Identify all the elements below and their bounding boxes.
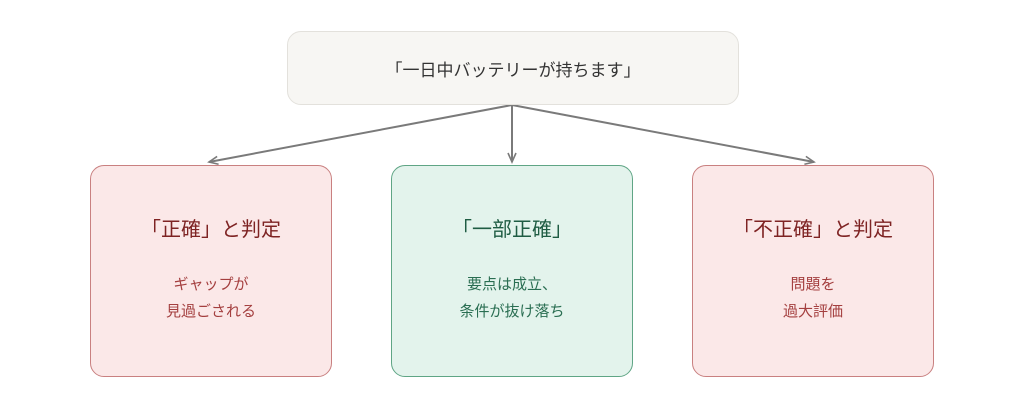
verdict-card-partially-accurate: 「一部正確」 要点は成立、 条件が抜け落ち [391, 165, 633, 377]
card-description: 要点は成立、 条件が抜け落ち [459, 271, 564, 325]
card-title: 「不正確」と判定 [733, 217, 893, 241]
card-description-line: 条件が抜け落ち [459, 302, 565, 320]
card-description-line: 問題を [790, 275, 836, 293]
claim-box: 「一日中バッテリーが持ちます」 [287, 31, 739, 105]
verdict-card-inaccurate: 「不正確」と判定 問題を 過大評価 [692, 165, 934, 377]
card-description-line: 過大評価 [782, 302, 843, 320]
card-description-line: ギャップが [173, 275, 249, 293]
card-description-line: 要点は成立、 [466, 275, 557, 293]
card-description: ギャップが 見過ごされる [166, 271, 256, 325]
claim-label: 「一日中バッテリーが持ちます」 [385, 60, 641, 81]
card-description-line: 見過ごされる [165, 302, 256, 320]
arrow-to-left-card [207, 104, 513, 166]
card-description: 問題を 過大評価 [783, 271, 843, 325]
card-title: 「一部正確」 [452, 217, 572, 241]
arrow-to-right-card [511, 104, 816, 166]
card-title: 「正確」と判定 [141, 217, 281, 241]
verdict-card-accurate: 「正確」と判定 ギャップが 見過ごされる [90, 165, 332, 377]
